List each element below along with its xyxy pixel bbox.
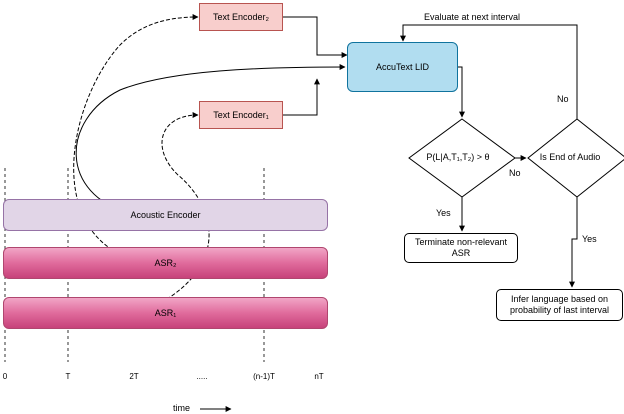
asr-2-bar: ASR₂ [3,247,328,279]
accustext-lid: AccuText LID [347,42,458,92]
acoustic-encoder-label: Acoustic Encoder [130,209,201,220]
text-encoder-2: Text Encoder₂ [199,3,283,31]
accustext-lid-label: AccuText LID [375,61,430,72]
decision-end-label: Is End of Audio [539,152,601,162]
edge-label-evaluate: Evaluate at next interval [424,12,521,22]
edge-acoustic-to-lid [75,64,346,214]
edge-label-yes-right: Yes [582,234,597,244]
tick-nT: nT [314,372,324,381]
text-encoder-1-label: Text Encoder₁ [213,109,269,120]
terminate-box: Terminate non-relevant ASR [404,233,518,263]
tick-ellipsis: ..... [196,372,208,381]
edge-lid-to-decision-prob [458,66,465,118]
asr-1-label: ASR₁ [154,307,177,318]
edge-label-no-mid: No [509,168,521,178]
text-encoder-2-label: Text Encoder₂ [212,11,270,22]
asr-1-bar: ASR₁ [3,297,328,329]
text-encoder-1: Text Encoder₁ [199,101,283,129]
edge-label-no-top: No [557,94,569,104]
decision-prob-label: P(L|A,T₁,T₂) > θ [426,152,490,162]
tick-0: 0 [2,372,8,381]
asr-2-label: ASR₂ [154,257,177,268]
infer-box: Infer language based on probability of l… [496,289,623,321]
time-axis-label: time [173,403,191,413]
tick-2T: 2T [129,372,139,381]
edge-encoder2-to-lid [283,16,348,58]
tick-n-1T: (n-1)T [253,372,275,381]
edge-end-to-infer [569,197,578,288]
tick-T: T [65,372,71,381]
edge-encoder1-to-lid [283,78,320,116]
edge-end-to-lid-loop [400,24,578,119]
acoustic-encoder-bar: Acoustic Encoder [3,199,328,231]
terminate-label: Terminate non-relevant ASR [414,237,508,258]
edge-label-yes-left: Yes [436,208,451,218]
infer-label: Infer language based on probability of l… [509,294,610,315]
